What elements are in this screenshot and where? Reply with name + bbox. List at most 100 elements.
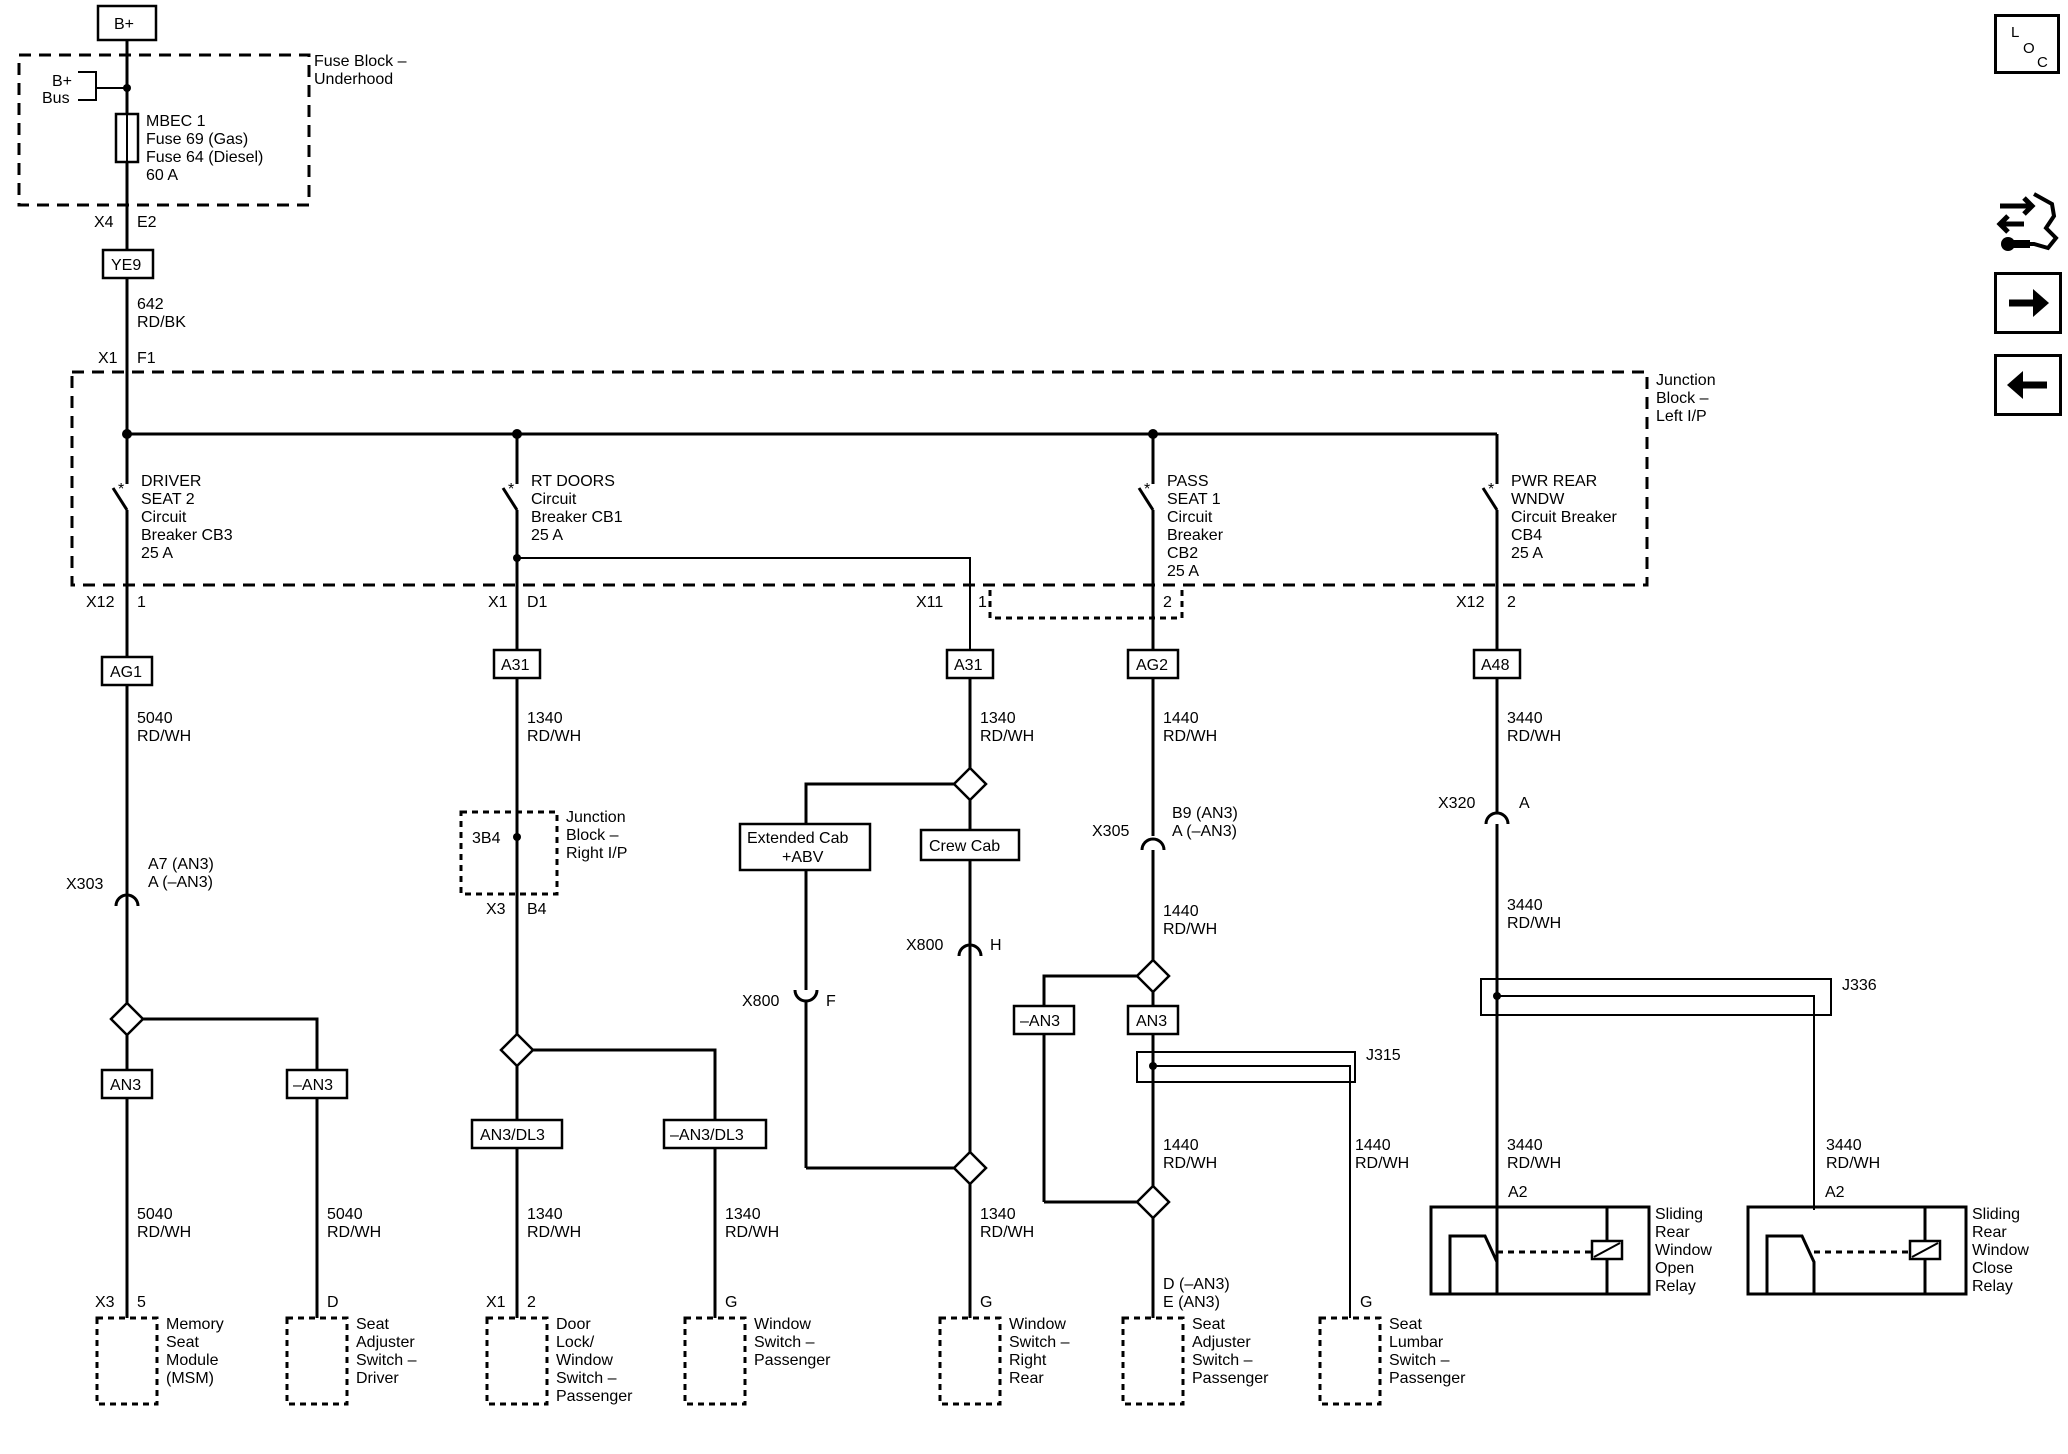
relay-open-line-1: Sliding	[1655, 1206, 1703, 1223]
sadj-pass-line-1: Seat	[1192, 1316, 1225, 1333]
sadj-drv-line-4: Driver	[356, 1370, 399, 1387]
cb4-line-4: CB4	[1511, 527, 1542, 544]
jb-left-pin: F1	[137, 350, 156, 367]
option-crew-cab	[919, 828, 1021, 862]
cb2-pin: 2	[1163, 594, 1172, 611]
component-window-switch-right-rear	[938, 1316, 1002, 1406]
component-seat-lumbar-passenger	[1318, 1316, 1382, 1406]
wire-1440c-num: 1440	[1163, 1137, 1199, 1154]
dlw-conn: X1	[486, 1294, 506, 1311]
relay-open-line-4: Open	[1655, 1260, 1694, 1277]
option-ag2-label: AG2	[1136, 657, 1168, 674]
junction-block-right-outline	[459, 810, 559, 896]
b-plus-label: B+	[114, 16, 134, 33]
sadj-pass-pin-2: E (AN3)	[1163, 1294, 1220, 1311]
sadj-pass-pin-1: D (–AN3)	[1163, 1276, 1230, 1293]
cb4-line-1: PWR REAR	[1511, 473, 1597, 490]
cb4-line-3: Circuit Breaker	[1511, 509, 1617, 526]
slum-pin: G	[1360, 1294, 1372, 1311]
x800h-connector-symbol	[957, 943, 983, 957]
msm-line-4: (MSM)	[166, 1370, 214, 1387]
splice-diamond-2	[499, 1032, 535, 1068]
wire-5040c-color: RD/WH	[327, 1224, 381, 1241]
arrow-right-icon	[2009, 289, 2049, 317]
wire-3440b-color: RD/WH	[1507, 915, 1561, 932]
cb1-conn: X1	[488, 594, 508, 611]
jb-right-title-2: Block –	[566, 827, 619, 844]
cb2-line-2: SEAT 1	[1167, 491, 1221, 508]
slum-line-3: Switch –	[1389, 1352, 1450, 1369]
cb3-line-3: Circuit	[141, 509, 187, 526]
splice-diamond-1	[109, 1001, 145, 1037]
cb2-line-1: PASS	[1167, 473, 1209, 490]
wire-5040c-num: 5040	[327, 1206, 363, 1223]
wire-3440a-num: 3440	[1507, 710, 1543, 727]
cb3-conn: X12	[86, 594, 115, 611]
ext-cab-line-1: Extended Cab	[747, 830, 849, 847]
cb4-line-2: WNDW	[1511, 491, 1565, 508]
x800f-connector-symbol	[793, 989, 819, 1003]
option-nan3-right-label: –AN3	[1020, 1013, 1060, 1030]
svg-text:*: *	[118, 481, 124, 498]
x305-name: X305	[1092, 823, 1129, 840]
j315-label: J315	[1366, 1047, 1401, 1064]
relay-open-line-2: Rear	[1655, 1224, 1690, 1241]
slum-line-4: Passenger	[1389, 1370, 1466, 1387]
relay-close-pin: A2	[1825, 1184, 1845, 1201]
option-a31-right-label: A31	[954, 657, 983, 674]
fuse-block-title: Fuse Block –	[314, 53, 407, 70]
fuse-pin: E2	[137, 214, 157, 231]
jb-left-title-3: Left I/P	[1656, 408, 1707, 425]
option-nan3dl3	[662, 1118, 768, 1150]
loc-button[interactable]: L O C	[1994, 14, 2060, 74]
previous-page-button[interactable]	[1994, 354, 2062, 416]
x800f-name: X800	[742, 993, 779, 1010]
x303-connector-symbol	[114, 893, 140, 907]
splice-diamond-4	[952, 1150, 988, 1186]
dlw-line-5: Passenger	[556, 1388, 633, 1405]
wire-1440d-num: 1440	[1355, 1137, 1391, 1154]
jb-right-title-3: Right I/P	[566, 845, 627, 862]
cb3-line-4: Breaker CB3	[141, 527, 233, 544]
wire-3440d-num: 3440	[1826, 1137, 1862, 1154]
option-an3dl3-label: AN3/DL3	[480, 1127, 545, 1144]
cb3-line-1: DRIVER	[141, 473, 201, 490]
msm-line-1: Memory	[166, 1316, 224, 1333]
option-a31-right	[945, 648, 995, 680]
sadj-pass-line-3: Switch –	[1192, 1352, 1253, 1369]
jb-right-pin: B4	[527, 901, 547, 918]
connector-tool-button[interactable]	[1994, 186, 2064, 256]
next-page-button[interactable]	[1994, 272, 2062, 334]
fuse-block-outline	[17, 53, 311, 207]
option-a48	[1472, 648, 1522, 680]
arrow-left-icon	[2007, 371, 2047, 399]
svg-text:*: *	[1144, 481, 1150, 498]
x305-p2: A (–AN3)	[1172, 823, 1237, 840]
option-nan3dl3-label: –AN3/DL3	[670, 1127, 744, 1144]
x305-connector-symbol	[1140, 837, 1166, 851]
wire-3440c-color: RD/WH	[1507, 1155, 1561, 1172]
cb1-line-2: Circuit	[531, 491, 577, 508]
fuse-line-4: 60 A	[146, 167, 178, 184]
wsp-line-1: Window	[754, 1316, 811, 1333]
x11-pin: 1	[978, 594, 987, 611]
option-extended-cab	[738, 822, 872, 872]
component-msm	[95, 1316, 159, 1406]
wsrr-line-1: Window	[1009, 1316, 1066, 1333]
wire-5040a-color: RD/WH	[137, 728, 191, 745]
wire-1440a-color: RD/WH	[1163, 728, 1217, 745]
dlw-pin: 2	[527, 1294, 536, 1311]
msm-line-2: Seat	[166, 1334, 199, 1351]
option-a31-left	[492, 648, 542, 680]
junction-block-left-outline	[70, 370, 1649, 587]
cb1-line-4: 25 A	[531, 527, 563, 544]
slum-line-2: Lumbar	[1389, 1334, 1444, 1351]
wire-1340b-color: RD/WH	[527, 1224, 581, 1241]
wire-642-num: 642	[137, 296, 164, 313]
relay-open-line-3: Window	[1655, 1242, 1712, 1259]
wsrr-pin: G	[980, 1294, 992, 1311]
x800f-pin: F	[826, 993, 836, 1010]
splice-diamond-5	[1135, 958, 1171, 994]
wire-1440b-color: RD/WH	[1163, 921, 1217, 938]
x303-name: X303	[66, 876, 103, 893]
